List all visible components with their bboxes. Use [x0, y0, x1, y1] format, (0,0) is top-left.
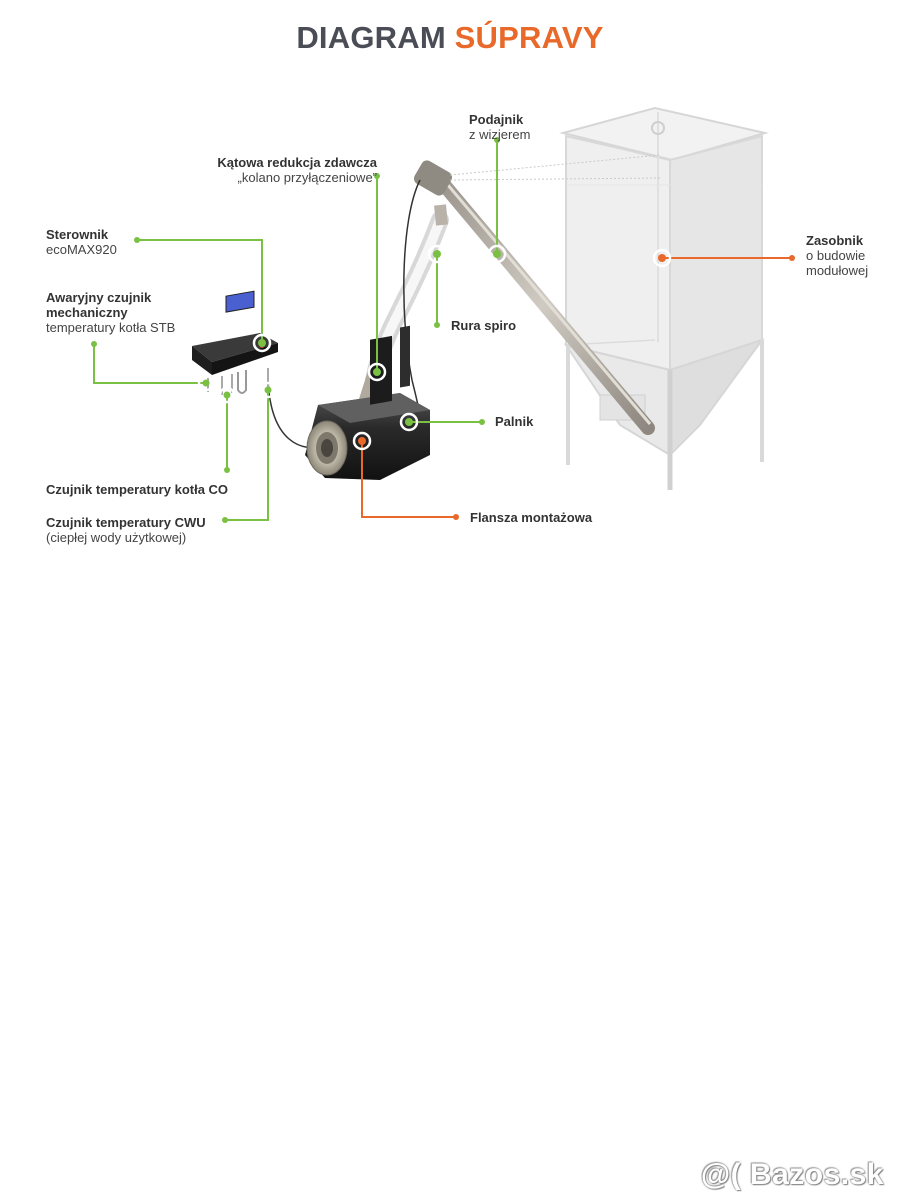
label-palnik: Palnik	[495, 414, 533, 429]
label-sterownik-title: Sterownik	[46, 227, 109, 242]
page-title: DIAGRAM SÚPRAVY	[0, 20, 900, 56]
label-czujnik-co-title: Czujnik temperatury kotła CO	[46, 482, 229, 497]
kit-diagram	[91, 106, 795, 523]
label-katowa-sub: „kolano przyłączeniowe”	[237, 170, 377, 185]
label-zasobnik: Zasobnik o budowie modułowej	[806, 233, 868, 278]
label-podajnik: Podajnik z wizjerem	[469, 112, 530, 142]
feeder-illustration	[413, 154, 661, 435]
label-podajnik-title: Podajnik	[469, 112, 524, 127]
label-awaryjny-sub: temperatury kotła STB	[46, 320, 176, 335]
bazos-watermark: @( Bazos.sk	[700, 1158, 884, 1191]
label-flansza-title: Flansza montażowa	[470, 510, 593, 525]
label-sterownik-sub: ecoMAX920	[46, 242, 117, 257]
label-zasobnik-sub-2: modułowej	[806, 263, 869, 278]
callout-markers	[197, 244, 672, 451]
label-czujnik-cwu: Czujnik temperatury CWU (ciepłej wody uż…	[46, 515, 206, 545]
label-awaryjny: Awaryjny czujnik mechaniczny temperatury…	[46, 290, 175, 335]
burner-illustration	[305, 325, 430, 480]
label-awaryjny-title-1: Awaryjny czujnik	[46, 290, 152, 305]
label-rura-spiro-title: Rura spiro	[451, 318, 517, 333]
label-podajnik-sub: z wizjerem	[469, 127, 531, 142]
label-katowa: Kątowa redukcja zdawcza „kolano przyłącz…	[196, 155, 377, 185]
label-zasobnik-title: Zasobnik	[806, 233, 864, 248]
title-part-2: SÚPRAVY	[454, 20, 604, 55]
label-palnik-title: Palnik	[495, 414, 534, 429]
label-awaryjny-title-2: mechaniczny	[46, 305, 128, 320]
label-flansza: Flansza montażowa	[470, 510, 592, 525]
title-part-1: DIAGRAM	[296, 20, 446, 55]
label-czujnik-co: Czujnik temperatury kotła CO	[46, 482, 228, 497]
label-czujnik-cwu-sub: (ciepłej wody użytkowej)	[46, 530, 187, 545]
hopper-illustration	[559, 106, 769, 490]
label-zasobnik-sub-1: o budowie	[806, 248, 866, 263]
label-sterownik: Sterownik ecoMAX920	[46, 227, 117, 257]
label-katowa-title: Kątowa redukcja zdawcza	[217, 155, 377, 170]
label-czujnik-cwu-title: Czujnik temperatury CWU	[46, 515, 206, 530]
label-rura-spiro: Rura spiro	[451, 318, 516, 333]
